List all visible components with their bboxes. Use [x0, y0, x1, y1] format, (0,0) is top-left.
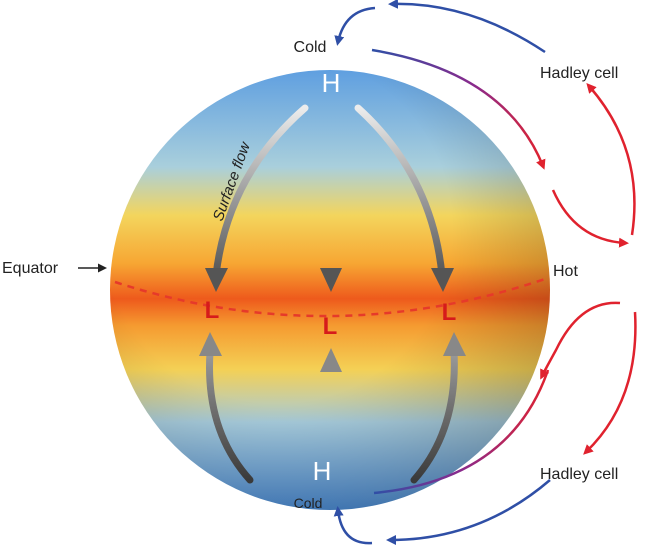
equator-label: Equator [2, 260, 59, 277]
surface-arrowhead [431, 268, 454, 292]
hadley-cell-label-top: Hadley cell [540, 65, 618, 82]
surface-arrowhead [199, 332, 222, 356]
low-pressure-center: L [323, 313, 338, 340]
hadley-cell-label-bottom: Hadley cell [540, 466, 618, 483]
high-pressure-top: H [322, 68, 341, 98]
cold-label-top: Cold [294, 39, 327, 56]
high-pressure-bottom: H [313, 456, 332, 486]
equator-line [114, 276, 549, 318]
hadley-cell-top-arrows [334, 0, 636, 248]
surface-arrowhead [205, 268, 228, 292]
cold-label-bottom: Cold [294, 495, 323, 511]
surface-flow-arrows-north [205, 104, 454, 292]
hadley-cell-bottom-arrows [333, 301, 637, 545]
hot-label: Hot [553, 263, 578, 280]
surface-arrowhead [443, 332, 466, 356]
surface-flow-arrows-south [199, 332, 466, 484]
globe-shading [110, 70, 550, 510]
low-pressure-right: L [442, 299, 457, 326]
surface-arrowhead [320, 348, 342, 372]
surface-arrowhead [320, 268, 342, 292]
low-pressure-left: L [205, 297, 220, 324]
